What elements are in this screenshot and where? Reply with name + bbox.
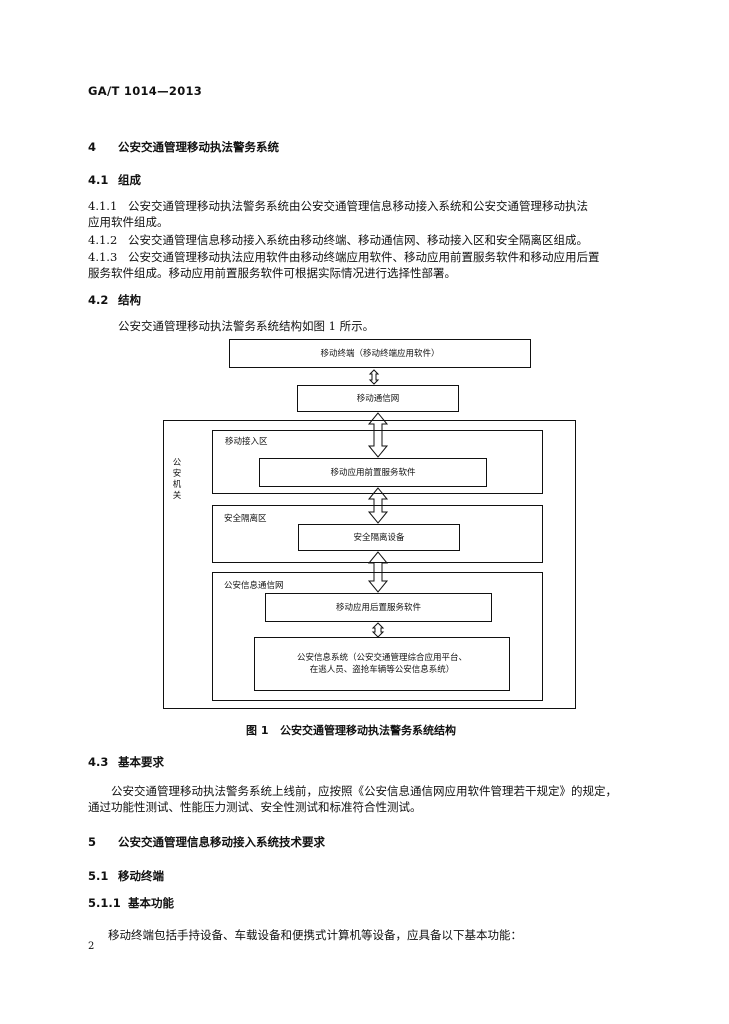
info-system-box (254, 637, 510, 691)
info-net-zone (212, 572, 543, 701)
figure-caption: 图 1 公安交通管理移动执法警务系统结构 (246, 724, 456, 737)
security-zone-label: 安全隔离区 (224, 514, 267, 524)
arrow-back-system-icon (371, 622, 385, 638)
mobile-net-box (297, 385, 459, 412)
info-net-zone-label: 公安信息通信网 (224, 581, 284, 591)
para-4-3: 公安交通管理移动执法警务系统上线前，应按照《公安信息通信网应用软件管理若干规定》… (88, 784, 617, 814)
arrow-terminal-net-icon (368, 369, 380, 385)
security-device-box (298, 524, 460, 551)
para-5-1-1: 移动终端包括手持设备、车载设备和便携式计算机等设备，应具备以下基本功能： (108, 928, 522, 942)
mobile-net-label: 移动通信网 (356, 394, 400, 404)
front-service-label: 移动应用前置服务软件 (330, 468, 416, 478)
back-service-label: 移动应用后置服务软件 (335, 603, 421, 613)
arrow-net-front-icon (367, 412, 389, 458)
terminal-label: 移动终端（移动终端应用软件） (320, 349, 440, 359)
police-zone-label: 公 安 机 关 (172, 458, 182, 501)
access-zone-label: 移动接入区 (225, 437, 268, 447)
arrow-front-security-icon (367, 487, 389, 524)
page-number: 2 (88, 941, 95, 952)
para-4-2: 公安交通管理移动执法警务系统结构如图 1 所示。 (118, 319, 375, 333)
security-zone (212, 505, 543, 563)
front-service-box (259, 458, 487, 487)
standard-id: GA/T 1014—2013 (88, 84, 203, 98)
back-service-box (265, 593, 492, 622)
police-zone (163, 420, 576, 709)
info-system-label: 公安信息系统（公安交通管理综合应用平台、 在逃人员、盗抢车辆等公安信息系统） (296, 653, 467, 675)
arrow-security-back-icon (367, 551, 389, 593)
terminal-box (229, 339, 531, 368)
security-device-label: 安全隔离设备 (353, 533, 405, 543)
access-zone (212, 430, 543, 494)
